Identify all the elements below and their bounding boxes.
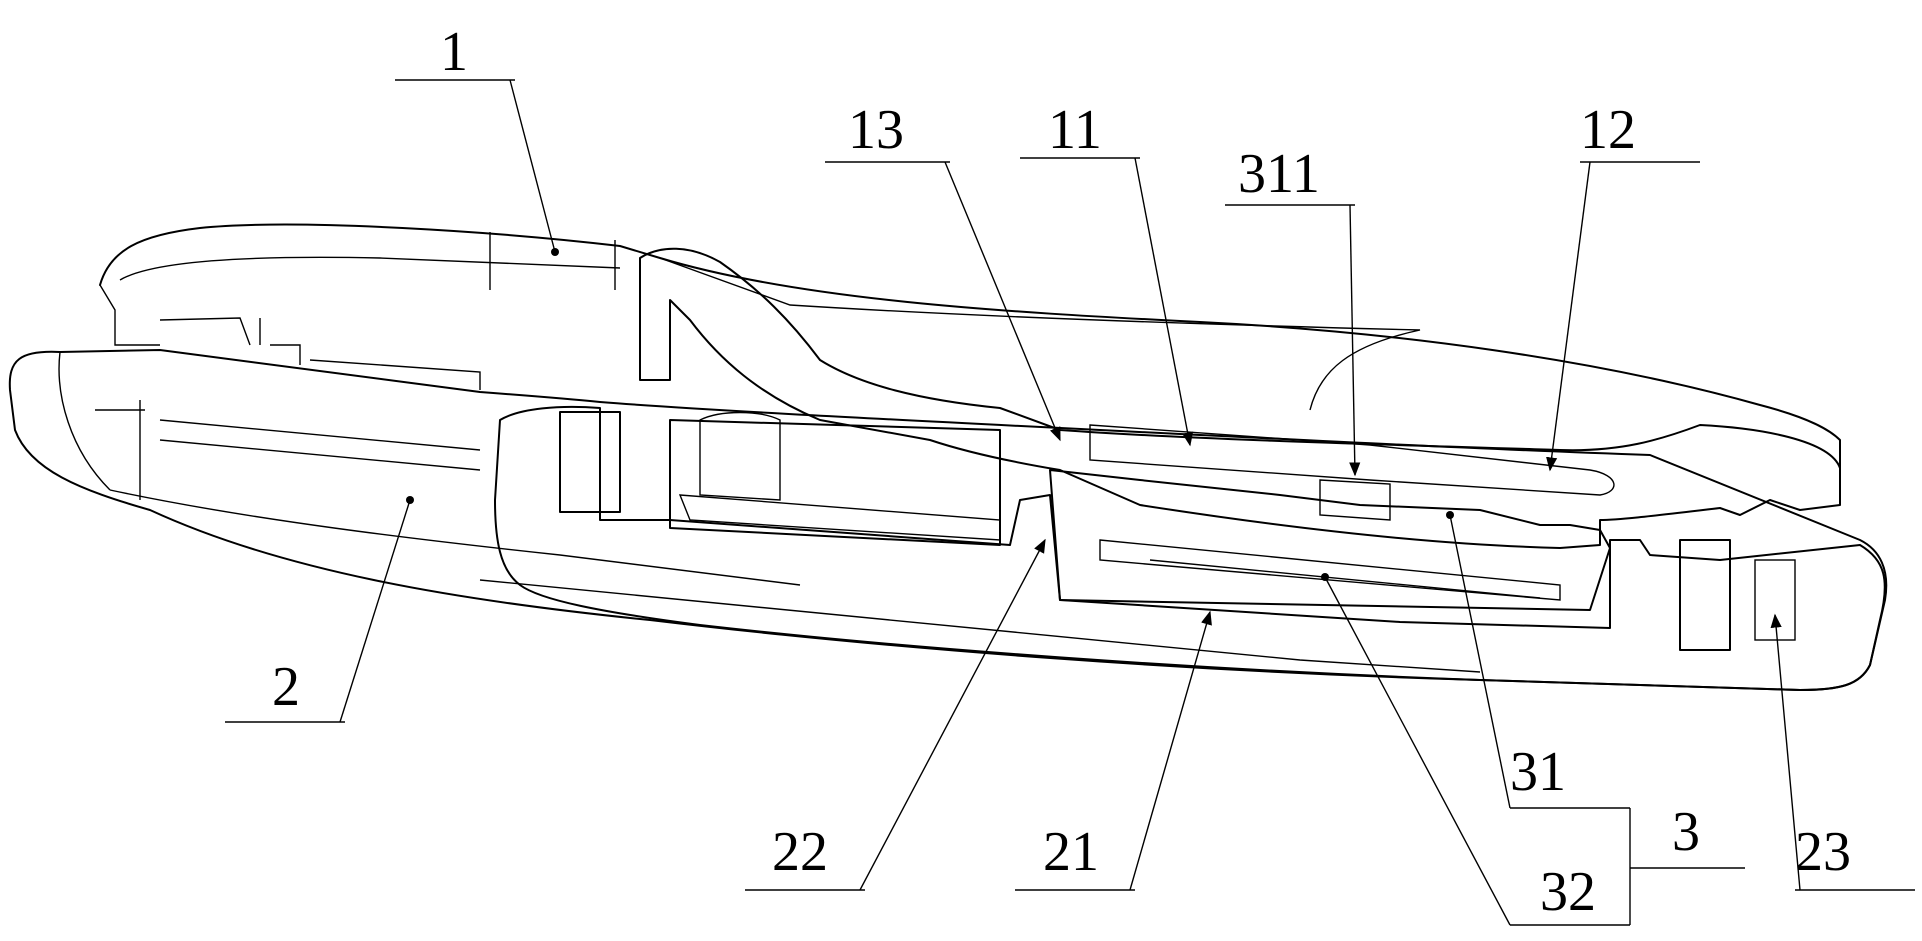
- label-11: 11: [1048, 99, 1102, 161]
- label-21: 21: [1043, 821, 1099, 883]
- label-32: 32: [1540, 861, 1596, 923]
- label-12: 12: [1580, 99, 1636, 161]
- upper-housing: [99, 223, 1841, 469]
- inner-cavities: [559, 411, 1796, 651]
- label-13: 13: [848, 99, 904, 161]
- lower-housing: [8, 349, 1888, 691]
- label-23: 23: [1795, 821, 1851, 883]
- reference-labels: 1 2 13 11 311 12 22 21 31 3 32 23: [272, 21, 1851, 923]
- label-3: 3: [1672, 801, 1700, 863]
- label-1: 1: [440, 21, 468, 83]
- upper-housing-section: [639, 247, 1841, 549]
- label-31: 31: [1510, 741, 1566, 803]
- leader-lines: [225, 79, 1915, 926]
- label-2: 2: [272, 656, 300, 718]
- label-311: 311: [1238, 143, 1320, 205]
- label-22: 22: [772, 821, 828, 883]
